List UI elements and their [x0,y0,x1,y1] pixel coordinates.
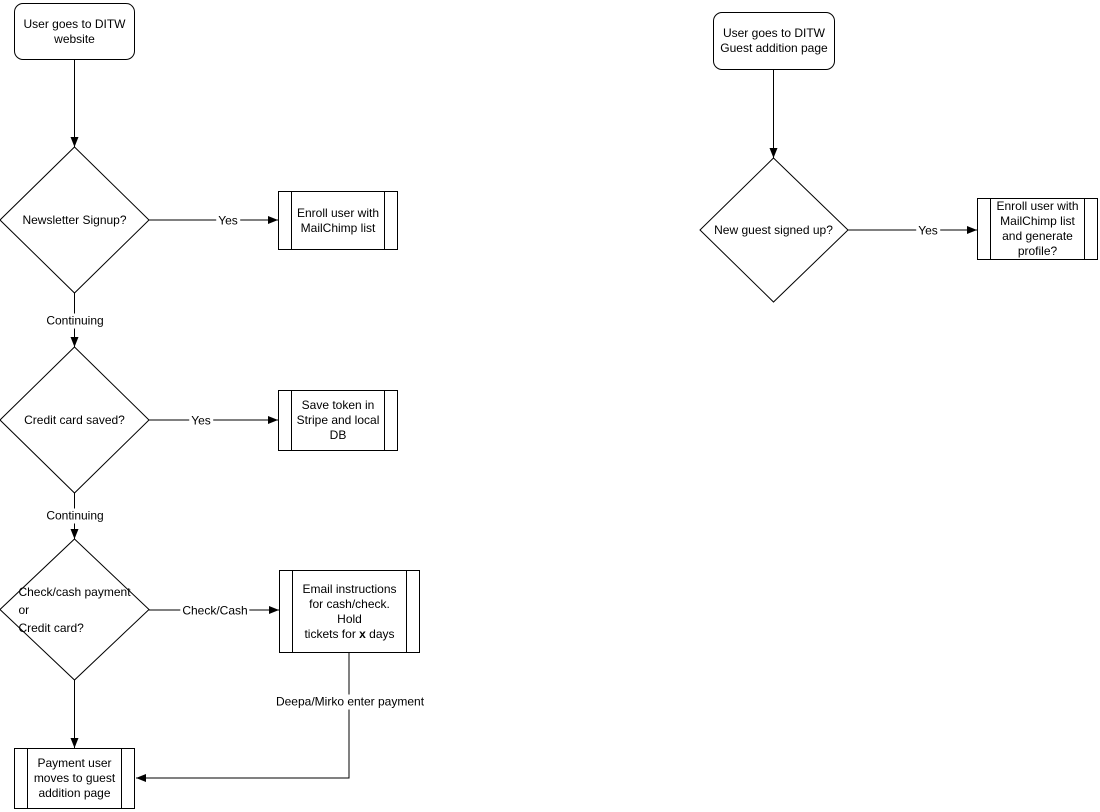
process-payment-user-moves-label: Payment user moves to guest addition pag… [33,756,116,800]
edge-label-continuing-1: Continuing [44,313,106,329]
subprocess-bar-icon [291,391,292,450]
decision-credit-card-saved-label: Credit card saved? [24,413,125,427]
arrow-email-to-paymentuser [136,653,350,782]
process-email-instructions: Email instructions for cash/check. Hold … [279,570,420,653]
subprocess-bar-icon [406,571,407,652]
edge-label-yes-credit-card: Yes [189,413,213,429]
decision-newsletter-signup-shape [0,146,150,294]
process-enroll-mailchimp-label: Enroll user with MailChimp list [296,205,380,235]
edge-label-continuing-2: Continuing [44,508,106,524]
process-payment-user-moves: Payment user moves to guest addition pag… [14,748,135,809]
subprocess-bar-icon [121,749,122,808]
decision-new-guest-shape [699,157,849,303]
start-node-ditw-website-label: User goes to DITW website [23,16,126,46]
process-email-instructions-label: Email instructions for cash/check. Hold … [302,581,397,641]
edge-label-yes-newsletter: Yes [216,213,240,229]
start-node-guest-addition: User goes to DITW Guest addition page [713,12,835,70]
subprocess-bar-icon [384,391,385,450]
process-save-token-label: Save token in Stripe and local DB [296,398,380,442]
decision-payment-method-shape [0,538,150,681]
subprocess-bar-icon [292,571,293,652]
decision-new-guest-label: New guest signed up? [714,223,833,237]
subprocess-bar-icon [990,199,991,259]
subprocess-bar-icon [291,192,292,249]
process-save-token: Save token in Stripe and local DB [278,390,398,451]
process-enroll-generate-profile-label: Enroll user with MailChimp list and gene… [996,199,1079,258]
process-enroll-mailchimp: Enroll user with MailChimp list [278,191,398,250]
edge-label-check-cash: Check/Cash [180,603,250,619]
decision-credit-card-saved-shape [0,346,150,494]
start-node-ditw-website: User goes to DITW website [14,3,135,60]
subprocess-bar-icon [384,192,385,249]
subprocess-bar-icon [1084,199,1085,259]
decision-newsletter-signup-label: Newsletter Signup? [22,213,127,227]
decision-payment-method-label: Check/cash payment or Credit card? [18,584,131,635]
start-node-guest-addition-label: User goes to DITW Guest addition page [720,26,828,55]
subprocess-bar-icon [27,749,28,808]
edge-label-yes-new-guest: Yes [916,223,940,239]
process-enroll-generate-profile: Enroll user with MailChimp list and gene… [977,198,1098,260]
edge-label-deepa-mirko: Deepa/Mirko enter payment [273,694,427,710]
